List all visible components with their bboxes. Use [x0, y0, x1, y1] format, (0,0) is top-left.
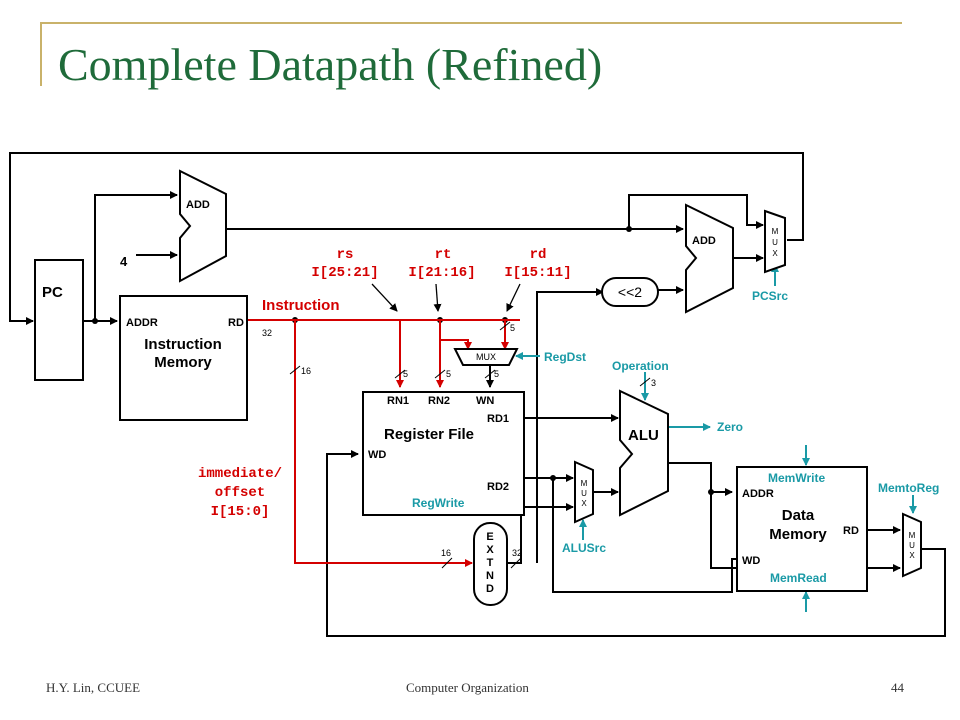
- shift-left-2: [601, 277, 659, 307]
- bits-rs: I[25:21]: [311, 265, 378, 281]
- extend-d: D: [486, 583, 494, 595]
- imem-title-1: Instruction: [144, 336, 222, 353]
- imm-width: 16: [301, 366, 311, 376]
- dmem-title-1: Data: [782, 507, 815, 524]
- extend-in-width: 16: [441, 548, 451, 558]
- memwrite-label: MemWrite: [768, 471, 825, 485]
- memtoreg-label: MemtoReg: [878, 481, 939, 495]
- memread-label: MemRead: [770, 571, 827, 585]
- alu: [619, 389, 669, 517]
- register-file: [362, 391, 525, 516]
- title-frame-top: [40, 22, 902, 24]
- rf-wd-label: WD: [368, 449, 386, 461]
- regdst-mux: [453, 348, 519, 366]
- sign-extend: [473, 522, 508, 606]
- alusrc-mux-u: U: [581, 489, 587, 498]
- imem-title-2: Memory: [154, 354, 212, 371]
- branch-adder: [685, 203, 734, 314]
- field-pointer-arrows: [371, 283, 521, 312]
- regwrite-label: RegWrite: [412, 496, 465, 510]
- memtoreg-mux-u: U: [909, 541, 915, 550]
- instruction-wires: [247, 319, 520, 567]
- branch-adder-label: ADD: [692, 235, 716, 247]
- rf-rn2-label: RN2: [428, 395, 450, 407]
- wn-width: 5: [494, 369, 499, 379]
- immediate-label-3: I[15:0]: [211, 504, 270, 520]
- alu-label: ALU: [628, 427, 659, 444]
- pc-adder-label: ADD: [186, 199, 210, 211]
- dmem-rd-label: RD: [843, 525, 859, 537]
- constant-four: 4: [120, 254, 128, 269]
- imem-addr-label: ADDR: [126, 317, 158, 329]
- alusrc-mux-m: M: [581, 479, 588, 488]
- instruction-label: Instruction: [262, 297, 340, 314]
- rn2-width: 5: [446, 369, 451, 379]
- extend-n: N: [486, 570, 494, 582]
- field-rd: rd: [530, 247, 547, 263]
- pc-mux-x: X: [772, 249, 778, 258]
- pc-register: [34, 259, 84, 381]
- pc-adder: [179, 169, 227, 283]
- extend-t: T: [487, 557, 494, 569]
- pcsrc-label: PCSrc: [752, 289, 788, 303]
- bits-rd: I[15:11]: [504, 265, 571, 281]
- operation-width: 3: [651, 378, 656, 388]
- operation-label: Operation: [612, 359, 669, 373]
- immediate-label-2: offset: [215, 485, 265, 501]
- shift-label: <<2: [618, 284, 642, 300]
- regdst-mux-label: MUX: [476, 352, 496, 362]
- instruction-memory: [119, 295, 248, 421]
- width-ticks: [289, 321, 651, 569]
- alusrc-mux-x: X: [581, 499, 587, 508]
- rf-rd2-label: RD2: [487, 481, 509, 493]
- zero-label: Zero: [717, 420, 743, 434]
- alusrc-mux: [574, 460, 594, 524]
- rn1-width: 5: [403, 369, 408, 379]
- pc-mux-m: M: [772, 227, 779, 236]
- rf-wn-label: WN: [476, 395, 494, 407]
- pc-mux: [764, 209, 786, 274]
- memtoreg-mux: [902, 512, 922, 578]
- footer-page-number: 44: [891, 680, 904, 695]
- bits-rt: I[21:16]: [408, 265, 475, 281]
- pc-mux-u: U: [772, 238, 778, 247]
- immediate-label-1: immediate/: [198, 466, 282, 482]
- imem-rd-label: RD: [228, 317, 244, 329]
- rf-rn1-label: RN1: [387, 395, 409, 407]
- field-rs: rs: [337, 247, 354, 263]
- pc-label: PC: [42, 284, 63, 301]
- data-memory: [736, 466, 868, 592]
- extend-out-width: 32: [512, 548, 522, 558]
- memtoreg-mux-x: X: [909, 551, 915, 560]
- regdst-label: RegDst: [544, 350, 586, 364]
- alusrc-label: ALUSrc: [562, 541, 606, 555]
- dmem-addr-label: ADDR: [742, 488, 774, 500]
- datapath-wires: [9, 152, 946, 637]
- memtoreg-mux-m: M: [909, 531, 916, 540]
- dmem-title-2: Memory: [769, 526, 827, 543]
- extend-x: X: [486, 544, 494, 556]
- title-frame-left: [40, 22, 42, 86]
- rd-field-width: 5: [510, 323, 515, 333]
- field-rt: rt: [435, 247, 452, 263]
- dmem-wd-label: WD: [742, 555, 760, 567]
- footer-course: Computer Organization: [406, 680, 529, 695]
- slide-title: Complete Datapath (Refined): [58, 39, 603, 90]
- instruction-width: 32: [262, 328, 272, 338]
- rf-title: Register File: [384, 426, 474, 443]
- rf-rd1-label: RD1: [487, 413, 509, 425]
- footer-author: H.Y. Lin, CCUEE: [46, 680, 141, 695]
- extend-e: E: [486, 531, 493, 543]
